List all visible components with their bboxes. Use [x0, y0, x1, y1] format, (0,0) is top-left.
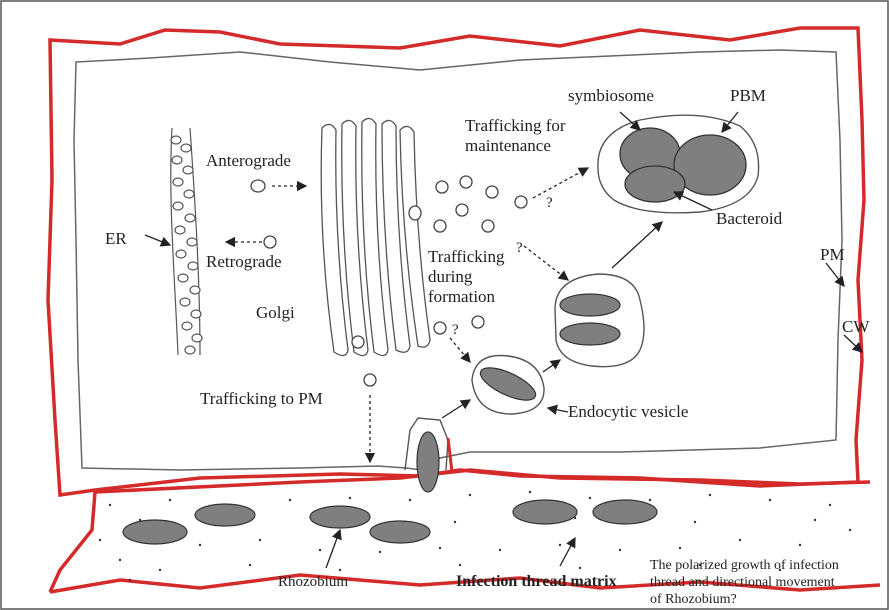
label-symbiosome: symbiosome [568, 86, 654, 105]
label-endocytic-vesicle: Endocytic vesicle [568, 402, 688, 421]
label-question-3: ? [452, 322, 459, 338]
label-pbm: PBM [730, 86, 766, 105]
label-trafficking-formation-2: during [428, 267, 473, 286]
golgi-stack [321, 118, 430, 355]
er-stack [171, 128, 202, 355]
label-rhozobium: Rhozobium [278, 574, 348, 590]
endocytic-vesicle [472, 356, 544, 415]
label-pm: PM [820, 245, 845, 264]
label-trafficking-formation-3: formation [428, 287, 496, 306]
infection-droplet [405, 418, 452, 492]
label-retrograde: Retrograde [206, 252, 282, 271]
rhizobia [123, 500, 657, 544]
label-trafficking-maintenance-1: Trafficking for [465, 116, 566, 135]
mature-symbiosome [598, 115, 759, 213]
label-question-2: ? [516, 240, 523, 256]
label-trafficking-to-pm: Trafficking to PM [200, 389, 323, 408]
label-bacteroid: Bacteroid [716, 209, 783, 228]
label-golgi: Golgi [256, 303, 295, 322]
label-trafficking-formation-1: Trafficking [428, 247, 505, 266]
label-polarized-3: of Rhozobium? [650, 592, 737, 607]
forming-symbiosome [555, 274, 644, 367]
label-trafficking-maintenance-2: maintenance [465, 136, 551, 155]
label-polarized-1: The polarized growth of infection [650, 558, 839, 573]
label-anterograde: Anterograde [206, 151, 291, 170]
label-question-1: ? [546, 195, 553, 211]
label-cw: CW [842, 317, 870, 336]
label-polarized-2: thread and directional movement [650, 575, 835, 590]
label-er: ER [105, 229, 127, 248]
label-infection-thread-matrix: Infection thread matrix [456, 573, 617, 590]
